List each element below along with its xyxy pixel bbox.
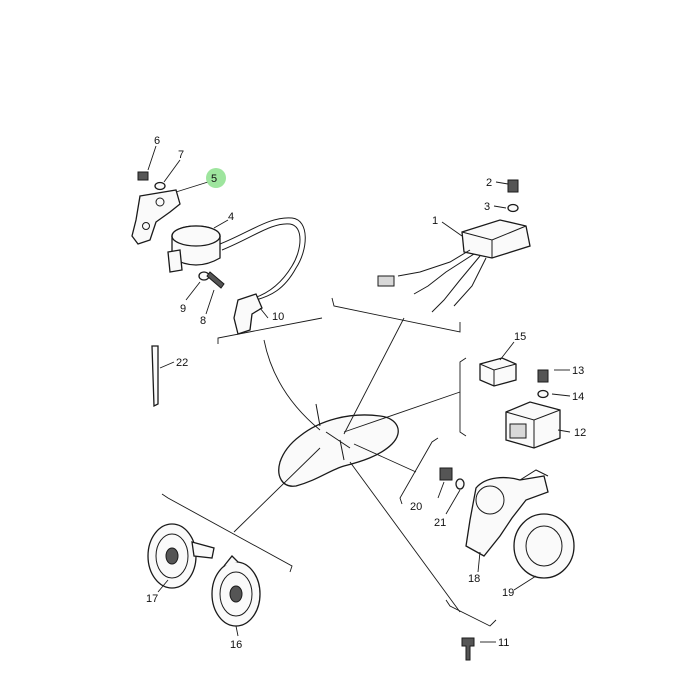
callout-14[interactable]: 14 [572, 391, 584, 403]
high-tension-lead[interactable] [219, 217, 306, 301]
callout-labels: 6 7 5 4 9 8 10 2 3 1 15 13 14 12 22 20 2… [146, 135, 586, 651]
stator-group [439, 467, 575, 579]
stator-plate[interactable] [513, 513, 575, 579]
callout-3[interactable]: 3 [484, 201, 490, 213]
washer-3[interactable] [507, 203, 519, 213]
callout-6[interactable]: 6 [154, 135, 160, 147]
callout-13[interactable]: 13 [572, 365, 584, 377]
cdi-unit[interactable] [461, 219, 531, 259]
cdi-unit-group [377, 179, 531, 313]
callout-18[interactable]: 18 [468, 573, 480, 585]
washer-7[interactable] [154, 181, 166, 191]
cdi-connector[interactable] [377, 275, 395, 287]
screw-11[interactable] [461, 637, 475, 661]
callout-15[interactable]: 15 [514, 331, 526, 343]
pickup-coil[interactable] [465, 475, 549, 557]
callout-2[interactable]: 2 [486, 177, 492, 189]
coil-bracket[interactable] [131, 189, 181, 245]
callout-12[interactable]: 12 [574, 427, 586, 439]
callout-20[interactable]: 20 [410, 501, 422, 513]
callout-9[interactable]: 9 [180, 303, 186, 315]
washer-21[interactable] [455, 478, 465, 490]
horn-17[interactable] [147, 523, 215, 589]
screw-8[interactable] [206, 271, 225, 289]
bolt-13[interactable] [537, 369, 549, 383]
callout-22[interactable]: 22 [176, 357, 188, 369]
callout-1[interactable]: 1 [432, 215, 438, 227]
washer-14[interactable] [537, 389, 549, 399]
callout-16[interactable]: 16 [230, 639, 242, 651]
callout-8[interactable]: 8 [200, 315, 206, 327]
wire-harness[interactable] [278, 403, 399, 487]
callout-11[interactable]: 11 [498, 637, 509, 649]
callout-highlight [206, 168, 226, 188]
callout-19[interactable]: 19 [502, 587, 514, 599]
callout-21[interactable]: 21 [434, 517, 446, 529]
bolt-20[interactable] [439, 467, 453, 481]
callout-4[interactable]: 4 [228, 211, 234, 223]
band-22[interactable] [151, 345, 159, 408]
callout-17[interactable]: 17 [146, 593, 158, 605]
bolt-2[interactable] [507, 179, 519, 193]
spark-plug-cap[interactable] [233, 293, 263, 335]
callout-10[interactable]: 10 [272, 311, 284, 323]
horn-16[interactable] [211, 555, 261, 627]
relay-15[interactable] [479, 357, 517, 387]
callout-7[interactable]: 7 [178, 149, 184, 161]
bolt-6[interactable] [137, 171, 149, 181]
ignition-coil-group [131, 171, 306, 335]
callout-5[interactable]: 5 [211, 173, 217, 185]
relay-group [479, 357, 561, 449]
leader-lines [147, 145, 571, 643]
